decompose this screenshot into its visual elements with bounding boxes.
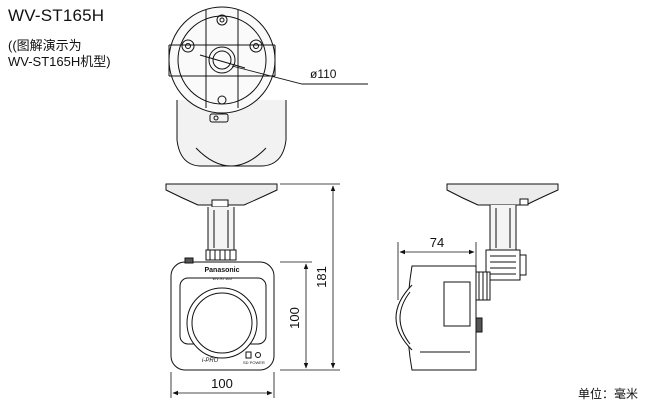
side-view — [395, 183, 559, 371]
brand-text: Panasonic — [204, 267, 239, 274]
series-text: i-PRO — [202, 358, 219, 364]
front-view — [165, 183, 278, 371]
diameter-label: ø110 — [310, 67, 337, 81]
front-dimensions — [170, 183, 340, 398]
illustration-note-line1: ((图解演示为 — [8, 38, 82, 53]
width-100-label: 100 — [211, 376, 233, 391]
side-dimensions — [397, 242, 477, 300]
status-text: SD POWER — [243, 360, 265, 365]
depth-74-label: 74 — [430, 235, 444, 250]
top-view — [168, 6, 368, 167]
height-100-label: 100 — [287, 307, 302, 329]
unit-label: 单位：毫米 — [578, 387, 639, 401]
model-small-text: WV-ST165 — [212, 276, 232, 281]
height-181-label: 181 — [314, 266, 329, 288]
illustration-note-line2: WV-ST165H机型) — [8, 54, 111, 69]
model-title: WV-ST165H — [8, 6, 105, 25]
